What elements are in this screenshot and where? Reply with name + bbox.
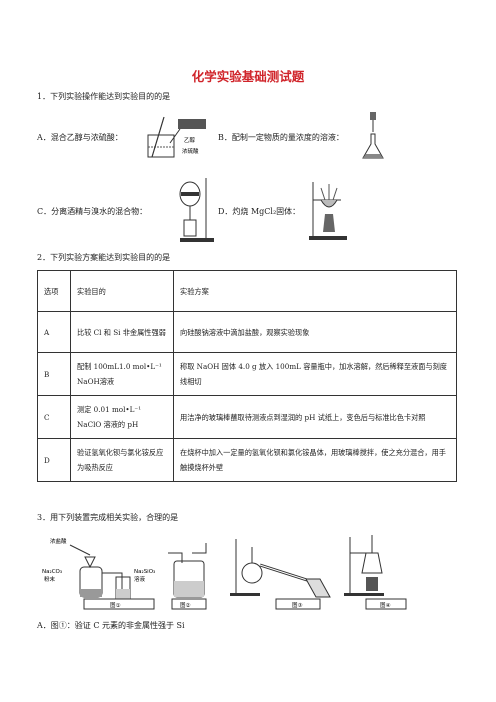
- q3-option-a: A．图①：验证 C 元素的非金属性强于 Si: [37, 621, 185, 630]
- row-plan: 在烧杯中加入一定量的氢氧化钡和氯化铵晶体，用玻璃棒搅拌，使之充分混合，用手触摸烧…: [173, 438, 457, 482]
- q1-option-a: A．混合乙醇与浓硫酸：: [37, 133, 123, 142]
- row-option: A: [37, 311, 71, 353]
- question-3-stem: 3．用下列装置完成相关实验，合理的是: [37, 513, 179, 522]
- row-option: B: [37, 352, 71, 396]
- q1-a-label-ethanol: 乙醇: [184, 136, 196, 144]
- header-option: 选项: [37, 270, 71, 312]
- q1-option-d: D．灼烧 MgCl₂固体：: [218, 207, 301, 216]
- row-plan: 向硅酸钠溶液中滴加盐酸，观察实验现象: [173, 311, 457, 353]
- label-powder: 粉末: [44, 575, 56, 583]
- table-row: B 配制 100mL1.0 mol•L⁻¹ NaOH溶液 称取 NaOH 固体 …: [37, 352, 457, 396]
- row-plan: 称取 NaOH 固体 4.0 g 放入 100mL 容量瓶中，加水溶解，然后稀释…: [173, 352, 457, 396]
- row-aim: 比较 Cl 和 Si 非金属性强弱: [70, 311, 174, 353]
- table-row: C 测定 0.01 mol•L⁻¹ NaClO 溶液的 pH 用洁净的玻璃棒蘸取…: [37, 395, 457, 439]
- header-aim: 实验目的: [70, 270, 174, 312]
- row-option: C: [37, 395, 71, 439]
- q1-d-crucible-burner: [309, 182, 347, 240]
- q1-c-separatory-funnel: [179, 178, 214, 242]
- q1-a-apparatus-figure: 乙醇 浓硫酸: [147, 116, 206, 158]
- header-plan: 实验方案: [173, 270, 457, 312]
- label-na2sio3: Na₂SiO₃: [134, 569, 155, 575]
- fig-4-label: 图④: [380, 601, 391, 609]
- fig-1-label: 图①: [110, 601, 121, 609]
- row-aim: 验证氢氧化钡与氯化铵反应为吸热反应: [70, 438, 174, 482]
- page-title: 化学实验基础测试题: [191, 69, 305, 84]
- q1-option-b: B．配制一定物质的量浓度的溶液：: [218, 133, 344, 142]
- row-aim: 测定 0.01 mol•L⁻¹ NaClO 溶液的 pH: [70, 395, 174, 439]
- row-option: D: [37, 438, 71, 482]
- table-row: A 比较 Cl 和 Si 非金属性强弱 向硅酸钠溶液中滴加盐酸，观察实验现象: [37, 311, 457, 353]
- question-1-stem: 1．下列实验操作能达到实验目的的是: [37, 92, 171, 101]
- fig-2-label: 图②: [180, 601, 191, 609]
- fig-3-label: 图③: [292, 601, 303, 609]
- row-aim: 配制 100mL1.0 mol•L⁻¹ NaOH溶液: [70, 352, 174, 396]
- question-2-stem: 2．下列实验方案能达到实验目的的是: [37, 253, 171, 262]
- q2-table: 选项 实验目的 实验方案 A 比较 Cl 和 Si 非金属性强弱 向硅酸钠溶液中…: [37, 270, 457, 482]
- q1-option-c: C．分离酒精与溴水的混合物：: [37, 207, 148, 216]
- row-plan: 用洁净的玻璃棒蘸取待测液点到湿润的 pH 试纸上，变色后与标准比色卡对照: [173, 395, 457, 439]
- table-header-row: 选项 实验目的 实验方案: [37, 270, 457, 312]
- q3-apparatus-figures: 浓盐酸 Na₂CO₃ 粉末 Na₂SiO₃ 溶液 图① 图② 图③ 图④: [42, 535, 407, 610]
- label-na2co3: Na₂CO₃: [42, 569, 62, 575]
- q1-b-volumetric-flask: [362, 112, 384, 159]
- label-conc-hcl: 浓盐酸: [50, 537, 67, 545]
- label-solution: 溶液: [134, 575, 146, 583]
- q1-a-label-acid: 浓硫酸: [182, 147, 199, 155]
- table-row: D 验证氢氧化钡与氯化铵反应为吸热反应 在烧杯中加入一定量的氢氧化钡和氯化铵晶体…: [37, 438, 457, 482]
